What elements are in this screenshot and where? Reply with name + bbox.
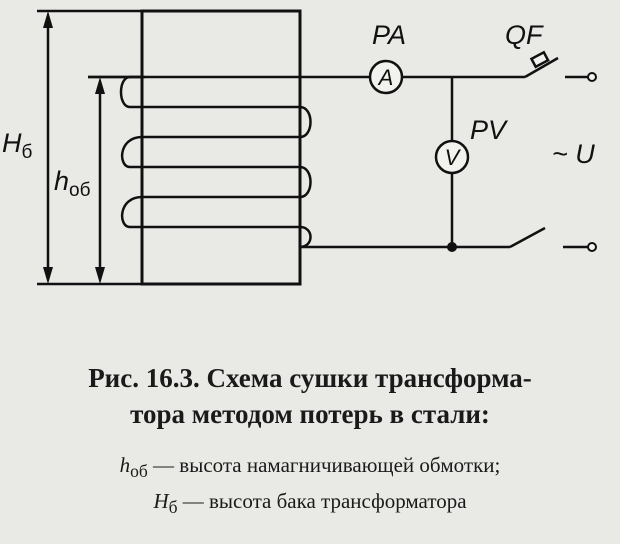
transformer-tank xyxy=(140,9,302,286)
legend-subscript: б xyxy=(168,497,178,518)
legend-text: — высота бака трансформатора xyxy=(177,489,467,514)
circuit-breaker xyxy=(524,50,559,79)
legend-symbol: h xyxy=(119,453,131,477)
magnetizing-winding xyxy=(119,75,312,249)
legend-line-winding: hоб — высота намагничивающей обмотки; xyxy=(0,450,620,486)
legend-symbol: H xyxy=(153,489,169,514)
tank-height-label: Hб xyxy=(2,128,33,163)
top-terminal xyxy=(587,72,597,82)
legend-line-tank: Hб — высота бака трансформатора xyxy=(0,486,620,522)
source-voltage-label: ~ U xyxy=(552,139,595,169)
caption-title-line-2: тора методом потерь в стали: xyxy=(130,399,490,429)
voltmeter-letter: V xyxy=(445,145,462,170)
legend-subscript: об xyxy=(130,461,148,482)
ammeter-symbol xyxy=(368,59,404,95)
caption-title-line-1: Рис. 16.3. Схема сушки трансформа- xyxy=(88,363,532,393)
figure-caption-title: Рис. 16.3. Схема сушки трансформа- тора … xyxy=(0,360,620,432)
junction-dot xyxy=(447,242,457,252)
winding-height-label: hоб xyxy=(54,166,91,201)
ammeter-tag: PA xyxy=(372,20,406,50)
circuit-diagram: A PA V PV QF ~ U Hб hоб xyxy=(2,9,597,286)
voltmeter-symbol xyxy=(434,139,470,175)
figure-caption-legend: hоб — высота намагничивающей обмотки; Hб… xyxy=(0,450,620,522)
ammeter-letter: A xyxy=(377,65,394,90)
bottom-terminal xyxy=(587,242,597,252)
tank-height-dimension xyxy=(37,9,300,286)
legend-text: — высота намагничивающей обмотки; xyxy=(147,453,501,477)
voltmeter-tag: PV xyxy=(470,115,509,145)
breaker-tag: QF xyxy=(505,20,544,50)
bottom-switch xyxy=(509,226,588,249)
